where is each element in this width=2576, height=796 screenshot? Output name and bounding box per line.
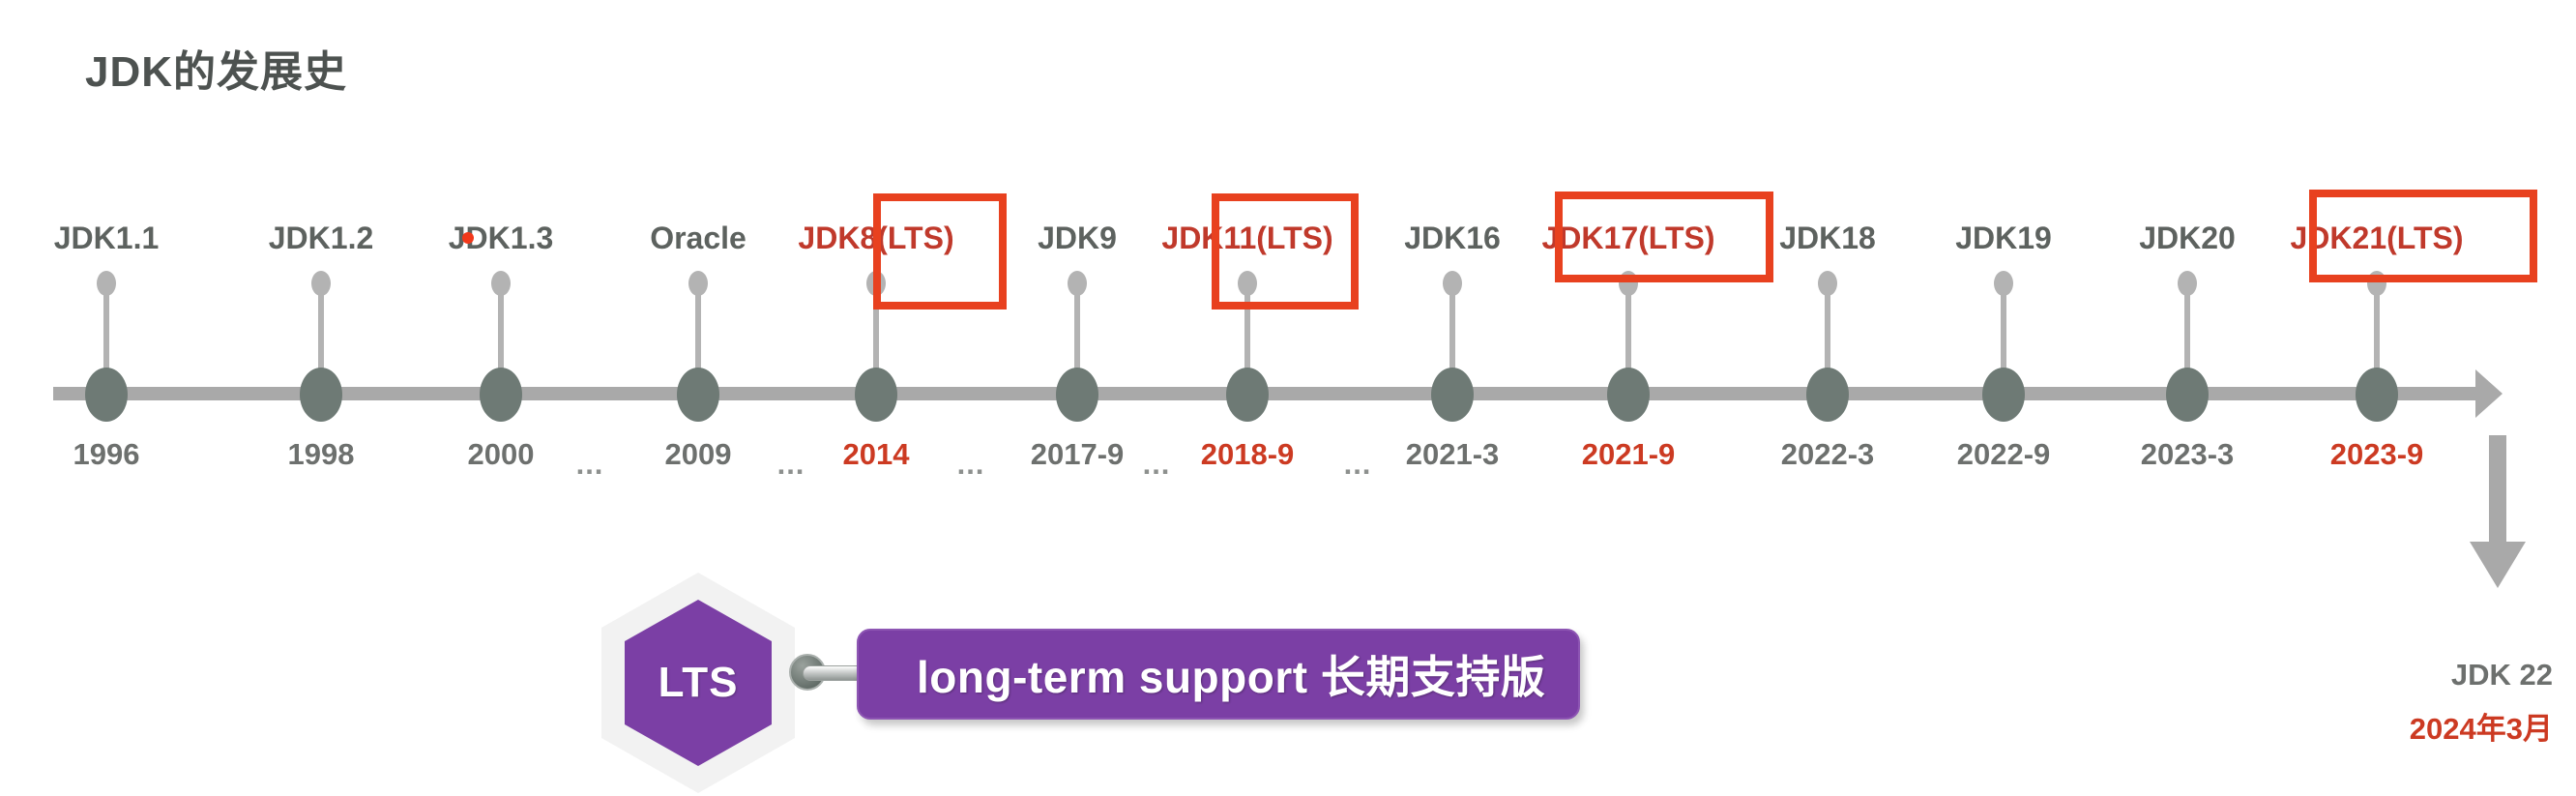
event-version-label: Oracle — [650, 221, 746, 255]
timeline-ellipsis: ... — [1142, 447, 1171, 481]
event-version-label: JDK11(LTS) — [1161, 221, 1333, 255]
event-version-label: JDK17(LTS) — [1541, 221, 1715, 255]
event-version-label: JDK21(LTS) — [2290, 221, 2464, 255]
timeline-ellipsis: ... — [575, 447, 604, 481]
event-version-label: JDK1.1 — [53, 221, 160, 255]
event-node[interactable] — [85, 368, 128, 422]
lts-badge-label: LTS — [658, 659, 739, 706]
page-title: JDK的发展史 — [85, 48, 348, 96]
event-stem — [1449, 278, 1455, 398]
event-node[interactable] — [2356, 368, 2398, 422]
event-stem — [873, 278, 879, 398]
event-stem — [695, 278, 701, 398]
hexagon-inner: LTS — [625, 600, 772, 766]
cursor-dot — [462, 232, 474, 244]
future-release-name: JDK 22 — [2450, 658, 2553, 692]
event-year-label: 2009 — [664, 437, 732, 471]
event-stem — [1825, 278, 1830, 398]
event-year-label: 2021-3 — [1405, 437, 1500, 471]
event-version-label: JDK1.2 — [268, 221, 374, 255]
event-year-label: 2023-3 — [2140, 437, 2235, 471]
event-version-label: JDK20 — [2139, 221, 2236, 255]
event-year-label: 2000 — [467, 437, 535, 471]
event-stem — [1074, 278, 1080, 398]
event-node[interactable] — [855, 368, 897, 422]
event-stem — [318, 278, 324, 398]
timeline-ellipsis: ... — [776, 447, 805, 481]
event-stem — [1625, 278, 1631, 398]
highlight-box-jdk21-lts — [2309, 190, 2537, 282]
lts-badge: LTS — [601, 573, 814, 795]
event-stem — [2184, 278, 2190, 398]
event-year-label: 2023-9 — [2329, 437, 2424, 471]
event-node[interactable] — [480, 368, 522, 422]
event-node[interactable] — [677, 368, 719, 422]
event-version-label: JDK19 — [1955, 221, 2052, 255]
event-node[interactable] — [300, 368, 342, 422]
event-version-label: JDK9 — [1038, 221, 1117, 255]
timeline-ellipsis: ... — [1343, 447, 1372, 481]
event-node[interactable] — [1226, 368, 1269, 422]
arrow-right-icon — [2439, 369, 2503, 418]
lts-legend-text: long-term support 长期支持版 — [917, 652, 1546, 702]
event-node[interactable] — [1806, 368, 1849, 422]
event-year-label: 2021-9 — [1581, 437, 1676, 471]
event-node[interactable] — [1056, 368, 1098, 422]
hexagon-badge-icon: LTS — [601, 573, 795, 793]
highlight-box-jdk11-lts — [1212, 193, 1359, 310]
event-year-label: 2022-3 — [1780, 437, 1875, 471]
event-year-label: 2017-9 — [1030, 437, 1125, 471]
event-year-label: 2014 — [842, 437, 910, 471]
event-stem — [498, 278, 504, 398]
event-stem — [1244, 278, 1250, 398]
lts-legend-banner: long-term support 长期支持版 — [857, 629, 1581, 720]
event-version-label: JDK16 — [1404, 221, 1501, 255]
event-stem — [2001, 278, 2006, 398]
timeline-ellipsis: ... — [956, 447, 985, 481]
highlight-box-jdk17-lts — [1555, 192, 1773, 282]
arrow-down-icon — [2470, 435, 2526, 588]
event-year-label: 2018-9 — [1200, 437, 1295, 471]
event-node[interactable] — [1607, 368, 1650, 422]
event-version-label: JDK18 — [1779, 221, 1876, 255]
event-node[interactable] — [1982, 368, 2025, 422]
event-node[interactable] — [1431, 368, 1474, 422]
highlight-box-jdk8-lts — [873, 193, 1007, 310]
event-year-label: 1998 — [287, 437, 355, 471]
event-year-label: 1996 — [73, 437, 140, 471]
event-node[interactable] — [2166, 368, 2209, 422]
future-release-date: 2024年3月 — [2409, 712, 2553, 746]
event-stem — [2374, 278, 2380, 398]
event-year-label: 2022-9 — [1956, 437, 2051, 471]
event-stem — [103, 278, 109, 398]
